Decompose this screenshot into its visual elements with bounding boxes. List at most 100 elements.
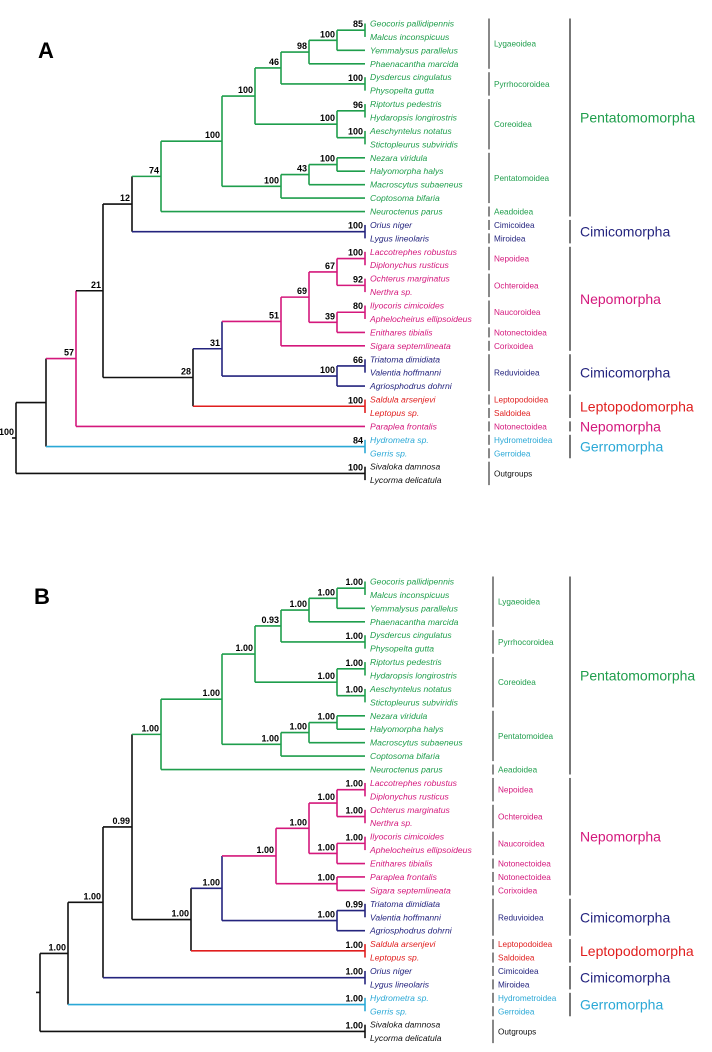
taxon-label: Macroscytus subaeneus: [370, 180, 463, 190]
taxon-label: Enithares tibialis: [370, 327, 433, 337]
taxon-label: Hydrometra sp.: [370, 993, 429, 1003]
superfamily-label: Naucoroidea: [494, 308, 541, 317]
taxon-label: Lycorma delicatula: [370, 1033, 442, 1043]
support-value: 96: [353, 100, 363, 110]
superfamily-label: Lygaeoidea: [494, 40, 536, 49]
taxon-label: Nerthra sp.: [370, 287, 413, 297]
support-value: 100: [348, 462, 363, 472]
taxon-label: Stictopleurus subviridis: [370, 697, 459, 707]
support-value: 1.00: [289, 817, 307, 827]
taxon-label: Phaenacantha marcida: [370, 59, 459, 69]
superfamily-label: Pyrrhocoroidea: [498, 638, 554, 647]
superfamily-label: Notonectoidea: [494, 422, 547, 431]
taxon-label: Saldula arsenjevi: [370, 395, 437, 405]
support-value: 1.00: [345, 940, 363, 950]
taxon-label: Ilyocoris cimicoides: [370, 832, 445, 842]
taxon-label: Laccotrephes robustus: [370, 778, 458, 788]
support-value: 21: [91, 280, 101, 290]
support-value: 100: [320, 113, 335, 123]
infraorder-label: Pentatomomorpha: [580, 110, 695, 126]
support-value: 100: [348, 127, 363, 137]
support-value: 43: [297, 164, 307, 174]
taxon-label: Leptopus sp.: [370, 953, 419, 963]
superfamily-label: Gerroidea: [494, 449, 531, 458]
support-value: 1.00: [345, 1020, 363, 1030]
support-value: 1.00: [83, 891, 101, 901]
taxon-label: Hydaropsis longirostris: [370, 671, 458, 681]
superfamily-label: Saldoidea: [494, 409, 531, 418]
taxon-label: Nezara viridula: [370, 153, 428, 163]
support-values: 8510098100469610010010010043100100741001…: [0, 19, 363, 472]
support-value: 100: [348, 395, 363, 405]
panel-label-a: A: [38, 38, 54, 63]
support-value: 100: [348, 221, 363, 231]
superfamily-label: Pyrrhocoroidea: [494, 80, 550, 89]
support-value: 100: [348, 248, 363, 258]
taxon-label: Lygus lineolaris: [370, 233, 430, 243]
support-value: 1.00: [345, 658, 363, 668]
taxon-label: Sigara septemlineata: [370, 341, 451, 351]
superfamily-label: Saldoidea: [498, 954, 535, 963]
support-value: 0.99: [112, 816, 130, 826]
taxon-label: Halyomorpha halys: [370, 724, 444, 734]
taxon-label: Yemmalysus parallelus: [370, 45, 459, 55]
support-value: 1.00: [317, 910, 335, 920]
superfamily-label: Gerroidea: [498, 1007, 535, 1016]
support-value: 100: [205, 130, 220, 140]
support-value: 1.00: [317, 671, 335, 681]
infraorder-label: Pentatomomorpha: [580, 668, 695, 684]
tree-branches: [36, 581, 366, 1039]
taxon-label: Saldula arsenjevi: [370, 939, 437, 949]
tree-panel-a: A 85100981004696100100100100431001007410…: [0, 18, 695, 486]
taxon-label: Agriosphodrus dohrni: [369, 381, 453, 391]
taxon-label: Phaenacantha marcida: [370, 617, 459, 627]
support-value: 1.00: [345, 967, 363, 977]
support-value: 0.93: [261, 615, 279, 625]
support-value: 28: [181, 367, 191, 377]
superfamily-label: Miroidea: [494, 234, 526, 243]
panel-label-b: B: [34, 584, 50, 609]
support-value: 1.00: [345, 806, 363, 816]
infraorder-label: Cimicomorpha: [580, 365, 670, 381]
support-value: 100: [264, 175, 279, 185]
taxon-label: Laccotrephes robustus: [370, 247, 458, 257]
taxon-label: Yemmalysus parallelus: [370, 603, 459, 613]
support-value: 1.00: [48, 942, 66, 952]
taxon-label: Physopelta gutta: [370, 644, 434, 654]
superfamily-label: Hydrometroidea: [494, 436, 553, 445]
superfamily-annotations: LygaeoideaPyrrhocoroideaCoreoideaPentato…: [488, 18, 553, 486]
superfamily-label: Corixoidea: [498, 886, 538, 895]
taxon-label: Ochterus marginatus: [370, 274, 450, 284]
support-value: 1.00: [289, 599, 307, 609]
support-value: 85: [353, 19, 363, 29]
support-value: 1.00: [317, 712, 335, 722]
support-value: 69: [297, 286, 307, 296]
support-value: 31: [210, 338, 220, 348]
support-value: 1.00: [289, 722, 307, 732]
taxon-label: Dysdercus cingulatus: [370, 630, 452, 640]
superfamily-label: Notonectoidea: [498, 873, 551, 882]
support-value: 100: [320, 29, 335, 39]
support-value: 1.00: [345, 779, 363, 789]
taxon-label: Orius niger: [370, 966, 413, 976]
support-value: 1.00: [141, 723, 159, 733]
infraorder-label: Nepomorpha: [580, 418, 661, 434]
taxon-label: Coptosoma bifaria: [370, 193, 440, 203]
support-value: 39: [325, 311, 335, 321]
superfamily-label: Cimicoidea: [498, 967, 539, 976]
superfamily-label: Nepoidea: [494, 255, 529, 264]
taxon-label: Lycorma delicatula: [370, 475, 442, 485]
taxon-label: Paraplea frontalis: [370, 421, 438, 431]
taxon-label: Riptortus pedestris: [370, 657, 442, 667]
taxon-label: Hydrometra sp.: [370, 435, 429, 445]
tree-branches: [12, 23, 366, 481]
taxon-label: Aeschyntelus notatus: [369, 126, 452, 136]
support-value: 1.00: [317, 587, 335, 597]
infraorder-label: Gerromorpha: [580, 997, 663, 1013]
taxon-label: Sigara septemlineata: [370, 885, 451, 895]
infraorder-label: Cimicomorpha: [580, 970, 670, 986]
taxon-label: Coptosoma bifaria: [370, 751, 440, 761]
